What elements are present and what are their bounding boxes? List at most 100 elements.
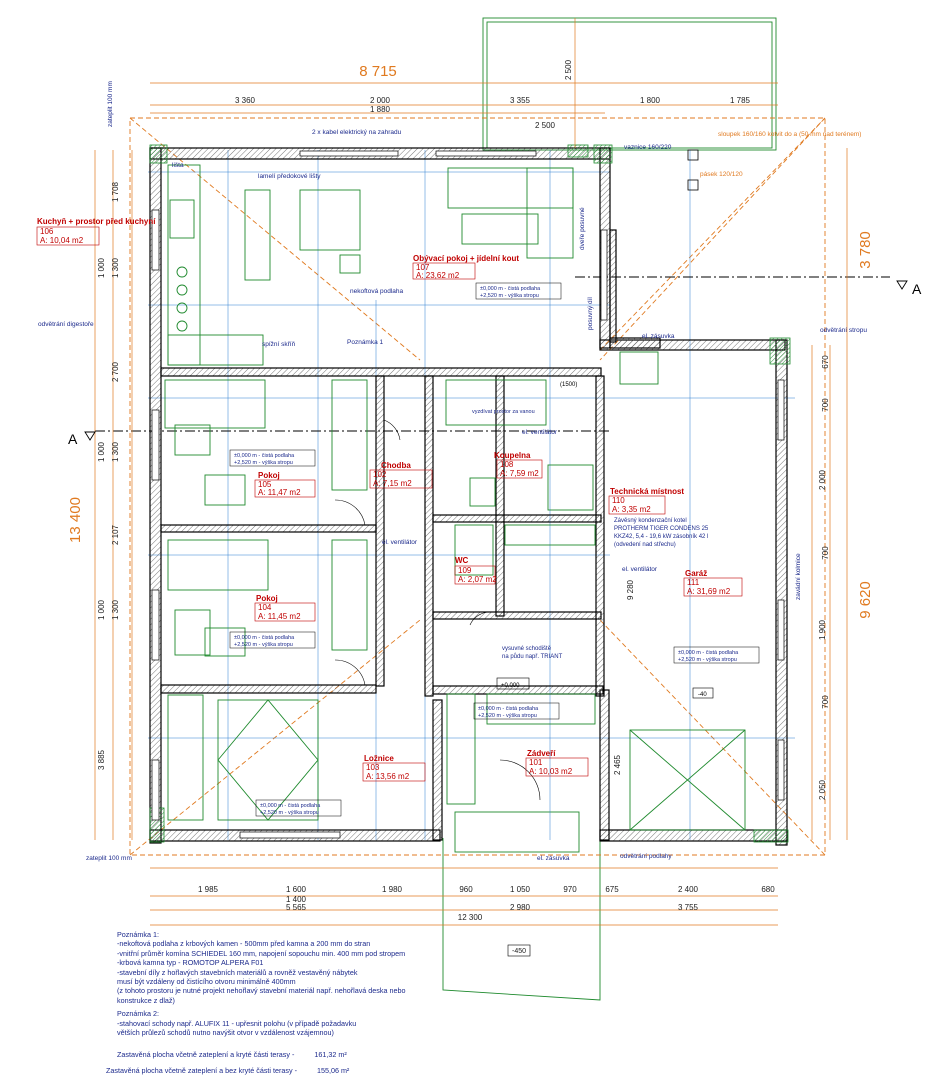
top-dim: 3 360: [235, 96, 256, 105]
room-garaz: Garáž 111 A: 31,69 m2: [683, 569, 743, 597]
room-loznice: Ložnice 103 A: 13,56 m2: [362, 754, 426, 782]
ground-level: -450: [512, 948, 526, 955]
built-area-2: Zastavěná plocha včetně zateplení a bez …: [106, 1066, 349, 1075]
floor-note-line: +2,520 m - výška stropu: [260, 810, 319, 816]
room-name: Chodba: [381, 461, 411, 470]
room-area: A: 7,15 m2: [373, 479, 412, 488]
floor-note-line: ±0,000 m - čistá podlaha: [480, 286, 541, 292]
bottom-dim: 970: [563, 885, 577, 894]
annotation-pantry: spížní skříň: [262, 341, 296, 348]
overall-right-lower: 9 620: [857, 581, 874, 619]
floor-note-line: ±0,000 m - čistá podlaha: [234, 453, 295, 459]
room-num: 103: [366, 763, 380, 772]
left-dims: 1 708 1 000 1 300 2 700 1 000 1 300 2 10…: [97, 181, 120, 770]
terrace-height-dim: 2 500: [564, 59, 573, 80]
annotation-socket: el. zásuvka: [642, 333, 675, 340]
room-area: A: 11,47 m2: [258, 488, 301, 497]
top-dim: 1 800: [640, 96, 661, 105]
boiler-line: Závěsný kondenzační kotel: [614, 518, 687, 524]
annotation-stairs: vysuvné schodiště na půdu např. TRIANT: [502, 646, 563, 660]
top-dims-row1: 3 360 2 000 3 355 1 800 1 785 1 880 2 50…: [235, 96, 751, 130]
bottom-dim: 1 050: [510, 885, 531, 894]
overall-bottom-width: 12 300: [458, 913, 483, 922]
built-area-1-label: Zastavěná plocha včetně zateplení a kryt…: [117, 1050, 295, 1059]
room-name: Pokoj: [256, 594, 278, 603]
top-dim: 3 355: [510, 96, 531, 105]
room-num: 109: [458, 566, 472, 575]
annotation-insulation-bottom: zateplit 100 mm: [86, 855, 132, 862]
corner-insulation: [149, 144, 791, 843]
section-marker-right: [896, 280, 908, 290]
built-area-1-value: 161,32 m²: [314, 1050, 347, 1059]
plan-notes: Poznámka 1: -nekoftová podlaha z krbovýc…: [117, 930, 557, 1037]
bottom-dim: 1 600: [286, 885, 307, 894]
built-area-2-label: Zastavěná plocha včetně zateplení a bez …: [106, 1066, 297, 1075]
annotation-floor-vent: odvětrání podlahy: [620, 853, 672, 860]
room-num: 104: [258, 603, 272, 612]
room-area: A: 23,62 m2: [416, 271, 460, 280]
boiler-line: PROTHERM TIGER CONDENS 25: [614, 526, 709, 532]
terrace-outline: [442, 17, 777, 1001]
right-dims: 670 700 2 000 700 1 900 700 2 050 9 280 …: [613, 355, 830, 800]
note2-line: větších průlezů schodů nutno navýšit otv…: [117, 1028, 334, 1038]
right-dim: 700: [821, 398, 830, 412]
room-name: Koupelna: [494, 451, 531, 460]
room-name: Garáž: [685, 569, 707, 578]
floor-note-line: +2,520 m - výška stropu: [478, 713, 537, 719]
room-name: Obývací pokoj + jídelní kout: [413, 254, 519, 263]
bottom-dim: 960: [459, 885, 473, 894]
section-marker-left: [84, 431, 96, 441]
room-area: A: 2,07 m2: [458, 575, 497, 584]
room-num: 108: [500, 460, 514, 469]
note1-line: -krbová kamna typ - ROMOTOP ALPERA F01: [117, 958, 264, 968]
section-line: [95, 276, 890, 432]
annotation-vertical-post: zavádní kolmice: [795, 553, 802, 600]
room-area: A: 11,45 m2: [258, 612, 301, 621]
floor-note-line: ±0,000 m - čistá podlaha: [234, 635, 295, 641]
room-zadveri: Zádveří 101 A: 10,03 m2: [525, 749, 589, 777]
windows: [151, 150, 785, 839]
boiler-line: KKZ42, 5,4 - 19,6 kW zásobník 42 l: [614, 534, 708, 540]
top-dim: 1 880: [370, 105, 391, 114]
boiler-line: (odvedení nad střechu): [614, 542, 676, 548]
annotation-beam: vaznice 160/220: [624, 144, 672, 151]
annotation-boiler: Závěsný kondenzační kotel PROTHERM TIGER…: [614, 518, 710, 548]
doors: [334, 419, 541, 801]
note1-line: -vnitřní průměr komína SCHIEDEL 160 mm, …: [117, 948, 406, 958]
annotation-bathtub: vyzdívat prostor za vanou: [472, 409, 535, 415]
floor-note-line: +2,520 m - výška stropu: [480, 293, 539, 299]
floor-note-line: ±0,000 m - čistá podlaha: [260, 803, 321, 809]
right-dim: 670: [821, 355, 830, 369]
bottom-dim: 675: [605, 885, 619, 894]
overall-top-width: 8 715: [359, 63, 397, 80]
left-dim: 1 300: [111, 257, 120, 278]
right-dim: 9 280: [626, 579, 635, 600]
left-dim: 2 700: [111, 361, 120, 382]
left-dim: 1 300: [111, 441, 120, 462]
bottom-dim: 1 985: [198, 885, 219, 894]
room-kitchen: Kuchyň + prostor před kuchyní 106 A: 10,…: [36, 217, 156, 246]
room-pokoj-104: Pokoj 104 A: 11,45 m2: [254, 594, 316, 622]
annotation-strip: pásek 120/120: [700, 171, 743, 178]
room-name: Ložnice: [364, 754, 394, 763]
overall-right-upper: 3 780: [857, 231, 874, 269]
top-dim: 2 000: [370, 96, 391, 105]
room-num: 102: [373, 470, 387, 479]
right-dim: 2 000: [818, 469, 827, 490]
annotation-boiler-box: (1500): [560, 382, 577, 388]
room-labels: Obývací pokoj + jídelní kout 107 A: 23,6…: [36, 217, 743, 782]
left-dim: 1 708: [111, 181, 120, 202]
bottom-dim: 5 565: [286, 903, 307, 912]
built-area-1: Zastavěná plocha včetně zateplení a kryt…: [117, 1050, 347, 1059]
dimension-lines: [94, 18, 848, 926]
annotation-lista: lišta: [172, 162, 184, 169]
room-area: A: 3,35 m2: [612, 505, 651, 514]
annotation-post: sloupek 160/160 kotvit do a (50 mm nad t…: [718, 131, 861, 138]
room-name: WC: [455, 556, 469, 565]
annotation-cable: 2 x kabel elektrický na zahradu: [312, 129, 402, 136]
right-dim: 700: [821, 546, 830, 560]
bottom-dim: 3 755: [678, 903, 699, 912]
left-dim: 1 000: [97, 441, 106, 462]
annotation-extractor: odvětrání digestoře: [38, 321, 94, 328]
